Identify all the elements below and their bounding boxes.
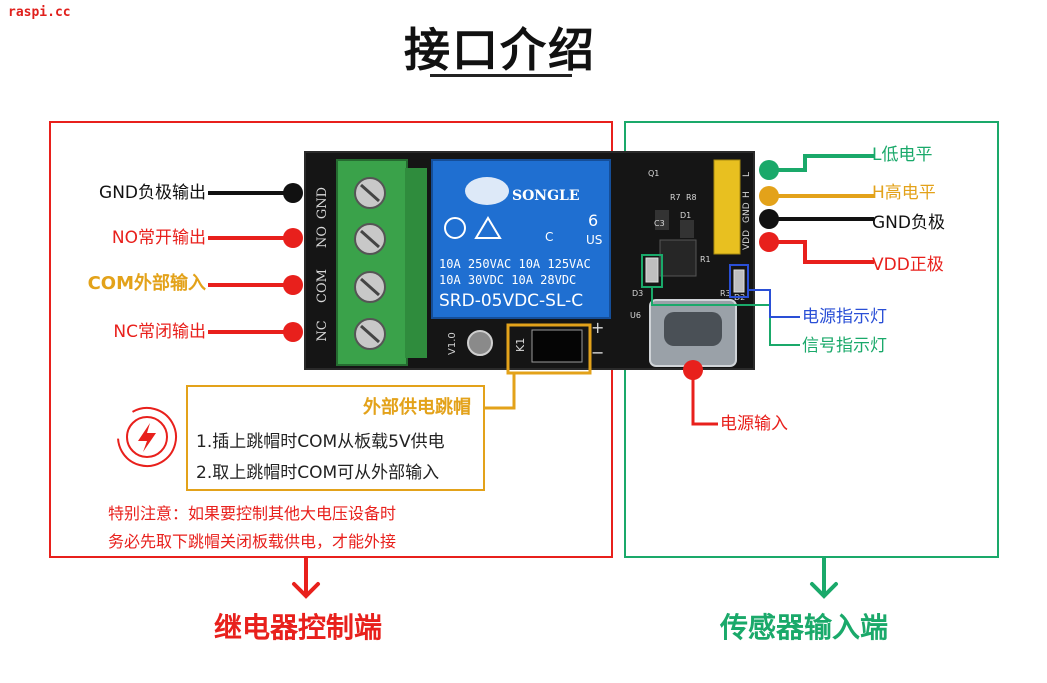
relay-model: SRD-05VDC-SL-C bbox=[439, 291, 583, 311]
dot-nc bbox=[283, 322, 303, 342]
silk-pin-h: H bbox=[742, 191, 752, 198]
label-gnd-negative: GND负极 bbox=[872, 213, 945, 233]
silk-q1: Q1 bbox=[648, 169, 659, 178]
arrow-down-right-icon bbox=[810, 556, 838, 599]
silk-minus: − bbox=[591, 343, 604, 362]
silk-r1: R1 bbox=[700, 255, 711, 264]
silk-pin-vdd: VDD bbox=[742, 230, 752, 250]
dot-no bbox=[283, 228, 303, 248]
silk-r7: R7 bbox=[670, 193, 681, 202]
line-l bbox=[769, 154, 874, 172]
relay-us: US bbox=[586, 233, 602, 247]
warning-note-line-1: 特别注意：如果要控制其他大电压设备时 bbox=[108, 504, 397, 523]
relay-rating-1: 10A 250VAC 10A 125VAC bbox=[439, 257, 591, 271]
chip-u bbox=[659, 239, 697, 277]
footer-relay-control: 继电器控制端 bbox=[214, 611, 383, 644]
silk-d1: D1 bbox=[680, 211, 691, 220]
marker-jumper bbox=[506, 323, 592, 375]
relay-c: C bbox=[545, 230, 553, 244]
line-jumper bbox=[485, 373, 516, 410]
footer-sensor-input: 传感器输入端 bbox=[720, 611, 889, 644]
dot-gnd bbox=[283, 183, 303, 203]
silk-pin-l: L bbox=[742, 172, 752, 177]
silk-d3: D3 bbox=[632, 289, 643, 298]
marker-power-led bbox=[729, 264, 749, 298]
silk-u6: U6 bbox=[630, 311, 641, 320]
jumper-line-1: 1.插上跳帽时COM从板载5V供电 bbox=[196, 432, 445, 452]
silk-r8: R8 bbox=[686, 193, 697, 202]
silk-pin-gnd: GND bbox=[742, 202, 752, 223]
silk-r3: R3 bbox=[720, 289, 731, 298]
led-power bbox=[733, 269, 745, 293]
line-power-led bbox=[748, 289, 800, 318]
label-power-input: 电源输入 bbox=[720, 414, 788, 434]
silk-com: COM bbox=[315, 269, 330, 303]
silk-plus: + bbox=[591, 318, 604, 337]
mounting-hole bbox=[467, 330, 493, 356]
title-underline bbox=[430, 74, 572, 77]
jumper-title: 外部供电跳帽 bbox=[363, 397, 471, 418]
silk-nc: NC bbox=[315, 320, 330, 341]
label-l-low: L低电平 bbox=[872, 145, 933, 165]
label-signal-led: 信号指示灯 bbox=[802, 336, 887, 356]
silk-version: V1.0 bbox=[447, 332, 458, 355]
relay-brand: SONGLE bbox=[512, 188, 580, 204]
label-vdd-positive: VDD正极 bbox=[872, 255, 944, 275]
component-d1 bbox=[680, 220, 694, 238]
silk-c3: C3 bbox=[654, 219, 665, 228]
silk-gnd: GND bbox=[315, 187, 330, 219]
relay-rating-2: 10A 30VDC 10A 28VDC bbox=[439, 273, 576, 287]
silk-k1: K1 bbox=[514, 338, 527, 352]
label-com-input: COM外部输入 bbox=[87, 273, 206, 294]
line-vdd bbox=[769, 240, 874, 264]
jumper-line-2: 2.取上跳帽时COM可从外部输入 bbox=[196, 463, 440, 483]
label-power-led: 电源指示灯 bbox=[802, 307, 887, 327]
page-title: 接口介绍 bbox=[404, 23, 596, 77]
jumper-k1 bbox=[531, 329, 583, 363]
label-gnd-output: GND负极输出 bbox=[99, 183, 206, 203]
relay: SONGLE C 6 US 10A 250VAC 10A 125VAC 10A … bbox=[431, 159, 611, 319]
header-pins bbox=[713, 159, 741, 255]
lightning-icon bbox=[117, 407, 177, 467]
line-power-input bbox=[691, 370, 718, 426]
relay-number: 6 bbox=[588, 211, 598, 230]
dot-com bbox=[283, 275, 303, 295]
jumper-info-box: 外部供电跳帽 1.插上跳帽时COM从板载5V供电 2.取上跳帽时COM可从外部输… bbox=[186, 385, 485, 491]
label-nc-output: NC常闭输出 bbox=[113, 322, 206, 342]
warning-note-line-2: 务必先取下跳帽关闭板载供电，才能外接 bbox=[108, 532, 397, 551]
arrow-down-left-icon bbox=[292, 556, 320, 599]
led-signal bbox=[645, 257, 659, 283]
terminal-block bbox=[336, 159, 427, 366]
label-h-high: H高电平 bbox=[872, 183, 936, 203]
pcb-edge bbox=[304, 151, 755, 370]
label-no-output: NO常开输出 bbox=[111, 228, 206, 248]
watermark: raspi.cc bbox=[8, 5, 71, 20]
silk-no: NO bbox=[315, 226, 330, 248]
component-c3 bbox=[655, 210, 669, 230]
